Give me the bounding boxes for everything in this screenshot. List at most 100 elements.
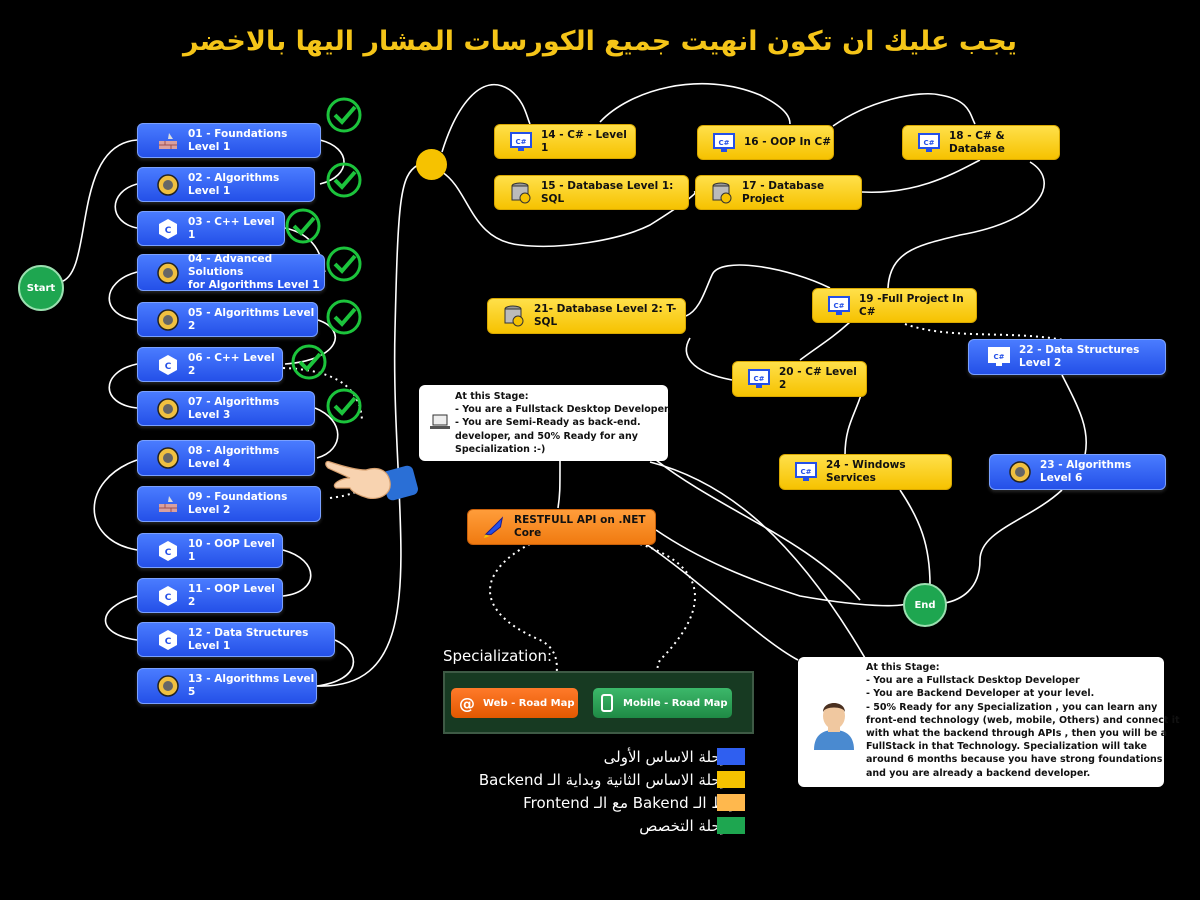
course-13[interactable]: 13 - Algorithms Level 5 — [137, 668, 317, 704]
course-06-label: 06 - C++ Level 2 — [188, 351, 275, 377]
course-12-label: 12 - Data Structures Level 1 — [188, 626, 309, 652]
stage-note-1: At this Stage: - You are a Fullstack Des… — [419, 385, 671, 461]
legend-item: مرحلة الاساس الأولى — [604, 748, 745, 766]
course-09-label: 09 - Foundations Level 2 — [188, 491, 288, 516]
start-node[interactable]: Start — [18, 265, 64, 311]
course-03[interactable]: C 03 - C++ Level 1 — [137, 211, 285, 246]
course-17[interactable]: 17 - Database Project — [695, 175, 862, 210]
stage-note-2-line: and you are already a backend developer. — [866, 767, 1091, 779]
course-12[interactable]: C 12 - Data Structures Level 1 — [137, 622, 335, 657]
course-07-label: 07 - Algorithms Level 3 — [188, 395, 280, 421]
mobile-roadmap-label: Mobile - Road Map — [623, 697, 728, 709]
mobile-phone-icon — [601, 694, 613, 712]
course-16-label: 16 - OOP In C# — [744, 136, 832, 148]
legend-item: ربط الـ Bakend مع الـ Frontend — [523, 794, 745, 812]
end-node[interactable]: End — [903, 583, 947, 627]
junction-dot — [416, 149, 447, 180]
legend-swatch-yellow — [717, 771, 745, 788]
course-11[interactable]: C 11 - OOP Level 2 — [137, 578, 283, 613]
course-16[interactable]: C# 16 - OOP In C# — [697, 125, 834, 160]
brain-chip-icon — [156, 173, 180, 197]
csharp-monitor-icon: C# — [747, 367, 771, 391]
svg-text:C#: C# — [993, 353, 1004, 361]
course-18[interactable]: C# 18 - C# & Database — [902, 125, 1060, 160]
course-02[interactable]: 02 - Algorithms Level 1 — [137, 167, 315, 202]
course-06[interactable]: C 06 - C++ Level 2 — [137, 347, 283, 382]
laptop-icon — [430, 414, 450, 429]
svg-text:C: C — [165, 637, 172, 647]
course-22-label: 22 - Data Structures Level 2 — [1019, 344, 1140, 369]
stage-note-1-heading: At this Stage: — [455, 391, 529, 402]
course-03-label: 03 - C++ Level 1 — [188, 215, 275, 241]
svg-text:C#: C# — [833, 302, 844, 310]
course-15[interactable]: 15 - Database Level 1: SQL — [494, 175, 689, 210]
course-13-label: 13 - Algorithms Level 5 — [188, 673, 315, 698]
course-14-label: 14 - C# - Level 1 — [541, 128, 627, 154]
legend-swatch-orange — [717, 794, 745, 811]
at-sign-icon: @ — [459, 693, 475, 713]
legend-item: مرحلة الاساس الثانية وبداية الـ Backend — [479, 771, 745, 789]
legend-swatch-blue — [717, 748, 745, 765]
course-14[interactable]: C# 14 - C# - Level 1 — [494, 124, 636, 159]
completed-check-icon — [326, 246, 362, 282]
stage-note-2-line: - 50% Ready for any Specialization , you… — [866, 701, 1158, 713]
course-01[interactable]: 01 - Foundations Level 1 — [137, 123, 321, 158]
stage-note-1-line: - You are Semi-Ready as back-end. — [455, 417, 641, 429]
stage-note-1-line: - You are a Fullstack Desktop Developer, — [455, 404, 671, 416]
legend-swatch-green — [717, 817, 745, 834]
sql-database-icon — [502, 304, 526, 328]
brain-chip-icon — [156, 308, 180, 332]
course-21[interactable]: 21- Database Level 2: T-SQL — [487, 298, 686, 334]
completed-check-icon — [326, 162, 362, 198]
csharp-monitor-icon: C# — [987, 345, 1011, 369]
pointing-hand-icon — [325, 460, 418, 501]
sql-database-icon — [509, 181, 533, 205]
web-roadmap-label: Web - Road Map — [483, 697, 575, 709]
completed-check-icon — [326, 299, 362, 335]
course-09[interactable]: 09 - Foundations Level 2 — [137, 486, 321, 522]
course-11-label: 11 - OOP Level 2 — [188, 582, 275, 608]
stage-note-1-line: Specialization :-) — [455, 443, 546, 455]
csharp-monitor-icon: C# — [794, 460, 818, 484]
sql-database-icon — [710, 181, 734, 205]
course-22[interactable]: C# 22 - Data Structures Level 2 — [968, 339, 1166, 375]
svg-text:C: C — [165, 593, 172, 603]
svg-text:C#: C# — [753, 375, 764, 383]
stage-note-2-line: - You are a Fullstack Desktop Developer — [866, 675, 1080, 687]
specialization-title: Specialization: — [443, 647, 553, 665]
svg-text:C: C — [165, 548, 172, 558]
course-19-label: 19 -Full Project In C# — [859, 292, 964, 318]
csharp-monitor-icon: C# — [827, 294, 851, 318]
course-19[interactable]: C# 19 -Full Project In C# — [812, 288, 977, 323]
course-15-label: 15 - Database Level 1: SQL — [541, 179, 674, 205]
course-18-label: 18 - C# & Database — [949, 129, 1005, 155]
course-05[interactable]: 05 - Algorithms Level 2 — [137, 302, 318, 337]
course-20-label: 20 - C# Level 2 — [779, 366, 857, 391]
legend-label: مرحلة الاساس الأولى — [603, 748, 737, 766]
course-08[interactable]: 08 - Algorithms Level 4 — [137, 440, 315, 476]
course-23[interactable]: 23 - Algorithms Level 6 — [989, 454, 1166, 490]
course-24[interactable]: C# 24 - Windows Services — [779, 454, 952, 490]
cpp-logo-icon: C — [156, 353, 180, 377]
stage-note-2-line: front-end technology (web, mobile, Other… — [866, 714, 1180, 726]
course-10[interactable]: C 10 - OOP Level 1 — [137, 533, 283, 568]
rocket-icon — [482, 515, 506, 539]
course-20[interactable]: C# 20 - C# Level 2 — [732, 361, 867, 397]
svg-text:C#: C# — [515, 138, 526, 146]
brain-chip-icon — [156, 446, 180, 470]
course-02-label: 02 - Algorithms Level 1 — [188, 171, 280, 197]
restful-api-node[interactable]: RESTFULL API on .NET Core — [467, 509, 656, 545]
stage-note-2-line: with what the backend through APIs , the… — [866, 728, 1168, 740]
stage-note-2-line: around 6 months because you have strong … — [866, 754, 1163, 766]
web-roadmap-button[interactable]: @ Web - Road Map — [451, 688, 578, 718]
cpp-logo-icon: C — [156, 539, 180, 563]
stage-note-2: At this Stage: - You are a Fullstack Des… — [798, 657, 1180, 787]
cpp-logo-icon: C — [156, 217, 180, 241]
course-07[interactable]: 07 - Algorithms Level 3 — [137, 391, 315, 426]
mobile-roadmap-button[interactable]: Mobile - Road Map — [593, 688, 732, 718]
completed-check-icon — [291, 344, 327, 380]
brick-trowel-icon — [156, 492, 180, 516]
course-10-label: 10 - OOP Level 1 — [188, 537, 275, 563]
